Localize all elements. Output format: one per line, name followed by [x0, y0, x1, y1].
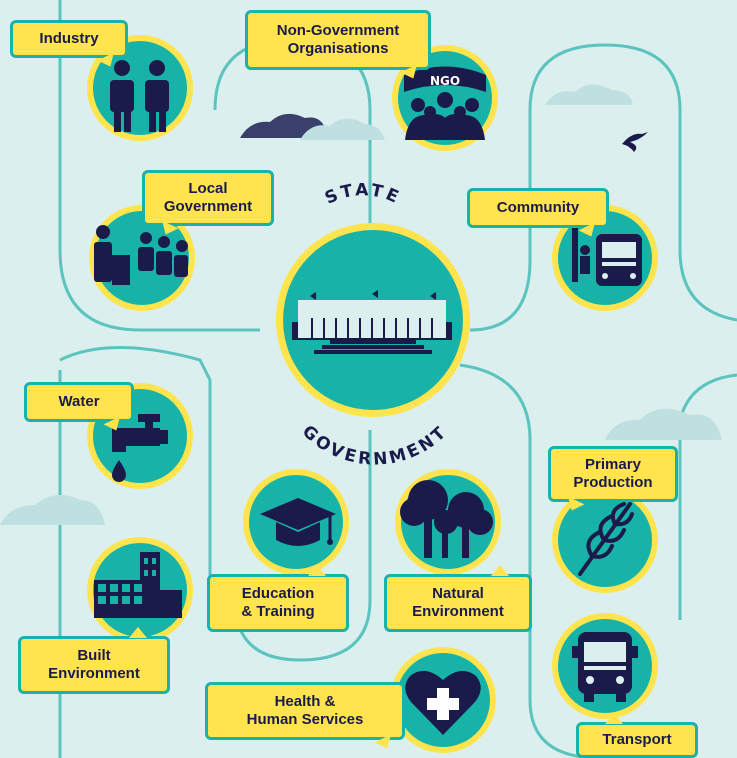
label-transport: Transport — [576, 722, 698, 758]
center-top-text: STATE — [322, 180, 404, 209]
meeting-people-icon — [94, 225, 188, 285]
node-natural-environment — [395, 469, 501, 575]
label-built-environment: Built Environment — [18, 636, 170, 694]
tap-icon — [112, 414, 168, 482]
node-health — [390, 647, 496, 753]
bus-icon — [572, 632, 638, 702]
center-node: STATE GOVERNMENT — [276, 180, 470, 470]
parliament-building-icon — [292, 290, 452, 354]
path-right-arc — [678, 373, 737, 421]
label-primary-production: Primary Production — [548, 446, 678, 502]
label-local-government: Local Government — [142, 170, 274, 226]
bus-stop-icon — [572, 222, 642, 286]
center-bottom-text: GOVERNMENT — [298, 422, 452, 470]
trees-icon — [400, 480, 493, 558]
label-health: Health & Human Services — [205, 682, 405, 740]
label-education: Education & Training — [207, 574, 349, 632]
node-education — [243, 469, 349, 575]
business-people-icon — [110, 60, 169, 132]
ngo-badge-text: NGO — [430, 74, 460, 88]
path-mid-left — [59, 346, 212, 600]
label-ngo: Non-Government Organisations — [245, 10, 431, 70]
cloud-light-top — [300, 84, 633, 140]
buildings-icon — [94, 552, 182, 618]
label-industry: Industry — [10, 20, 128, 58]
label-natural-environment: Natural Environment — [384, 574, 532, 632]
cloud-light-right — [605, 408, 722, 440]
cloud-light-left — [0, 495, 105, 525]
graduation-cap-icon — [260, 498, 336, 546]
path-top-left — [58, 0, 260, 332]
path-mid-right — [459, 363, 601, 758]
bird-icon — [622, 132, 648, 152]
node-built-environment — [87, 537, 193, 643]
path-top-right — [469, 43, 737, 332]
node-transport — [552, 613, 658, 719]
wheat-icon — [578, 502, 634, 576]
heart-cross-icon — [405, 670, 481, 735]
label-community: Community — [467, 188, 609, 228]
label-water: Water — [24, 382, 134, 422]
crowd-with-banner-icon: NGO — [404, 66, 486, 140]
